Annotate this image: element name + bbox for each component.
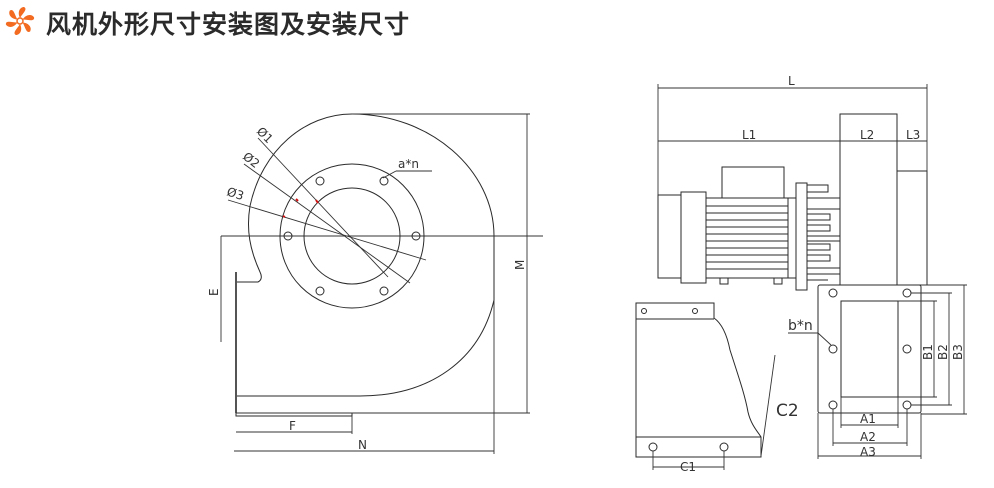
- label-C2: C2: [776, 401, 799, 421]
- label-L3: L3: [906, 128, 920, 142]
- mounting-bracket: C1 C2: [635, 302, 799, 474]
- label-L: L: [788, 74, 795, 88]
- label-d3: Ø3: [225, 185, 246, 204]
- scroll-housing: [237, 113, 495, 397]
- label-A2: A2: [860, 430, 876, 444]
- inlet-opening: [303, 187, 401, 285]
- label-d2: Ø2: [240, 149, 262, 171]
- label-E: E: [207, 288, 221, 296]
- label-B1: B1: [921, 344, 935, 360]
- label-holes-a: a*n: [398, 157, 419, 171]
- label-L1: L1: [742, 128, 756, 142]
- label-A1: A1: [860, 412, 876, 426]
- label-L2: L2: [860, 128, 874, 142]
- label-C1: C1: [680, 460, 696, 474]
- label-M: M: [513, 260, 527, 270]
- motor-flange: [795, 182, 808, 291]
- label-B2: B2: [936, 344, 950, 360]
- page-title: 风机外形尺寸安装图及安装尺寸: [46, 10, 411, 39]
- outlet-flange: b*n A1 A2 A3 B1 B2 B3: [788, 284, 967, 459]
- side-view: L L1 L2 L3: [657, 74, 928, 291]
- label-F: F: [289, 419, 296, 433]
- label-holes-b: b*n: [788, 318, 813, 334]
- label-d1: Ø1: [254, 124, 276, 146]
- motor-end-cap: [657, 194, 682, 279]
- inlet-flange-outer: [279, 163, 425, 309]
- label-B3: B3: [951, 344, 965, 360]
- label-N: N: [358, 438, 367, 452]
- terminal-box: [721, 166, 785, 199]
- label-A3: A3: [860, 445, 876, 459]
- fan-icon: [5, 7, 35, 35]
- front-view: Ø1 Ø2 Ø3 a*n E F N M: [207, 113, 543, 454]
- motor-body: [705, 197, 789, 279]
- base-plate: [235, 412, 353, 417]
